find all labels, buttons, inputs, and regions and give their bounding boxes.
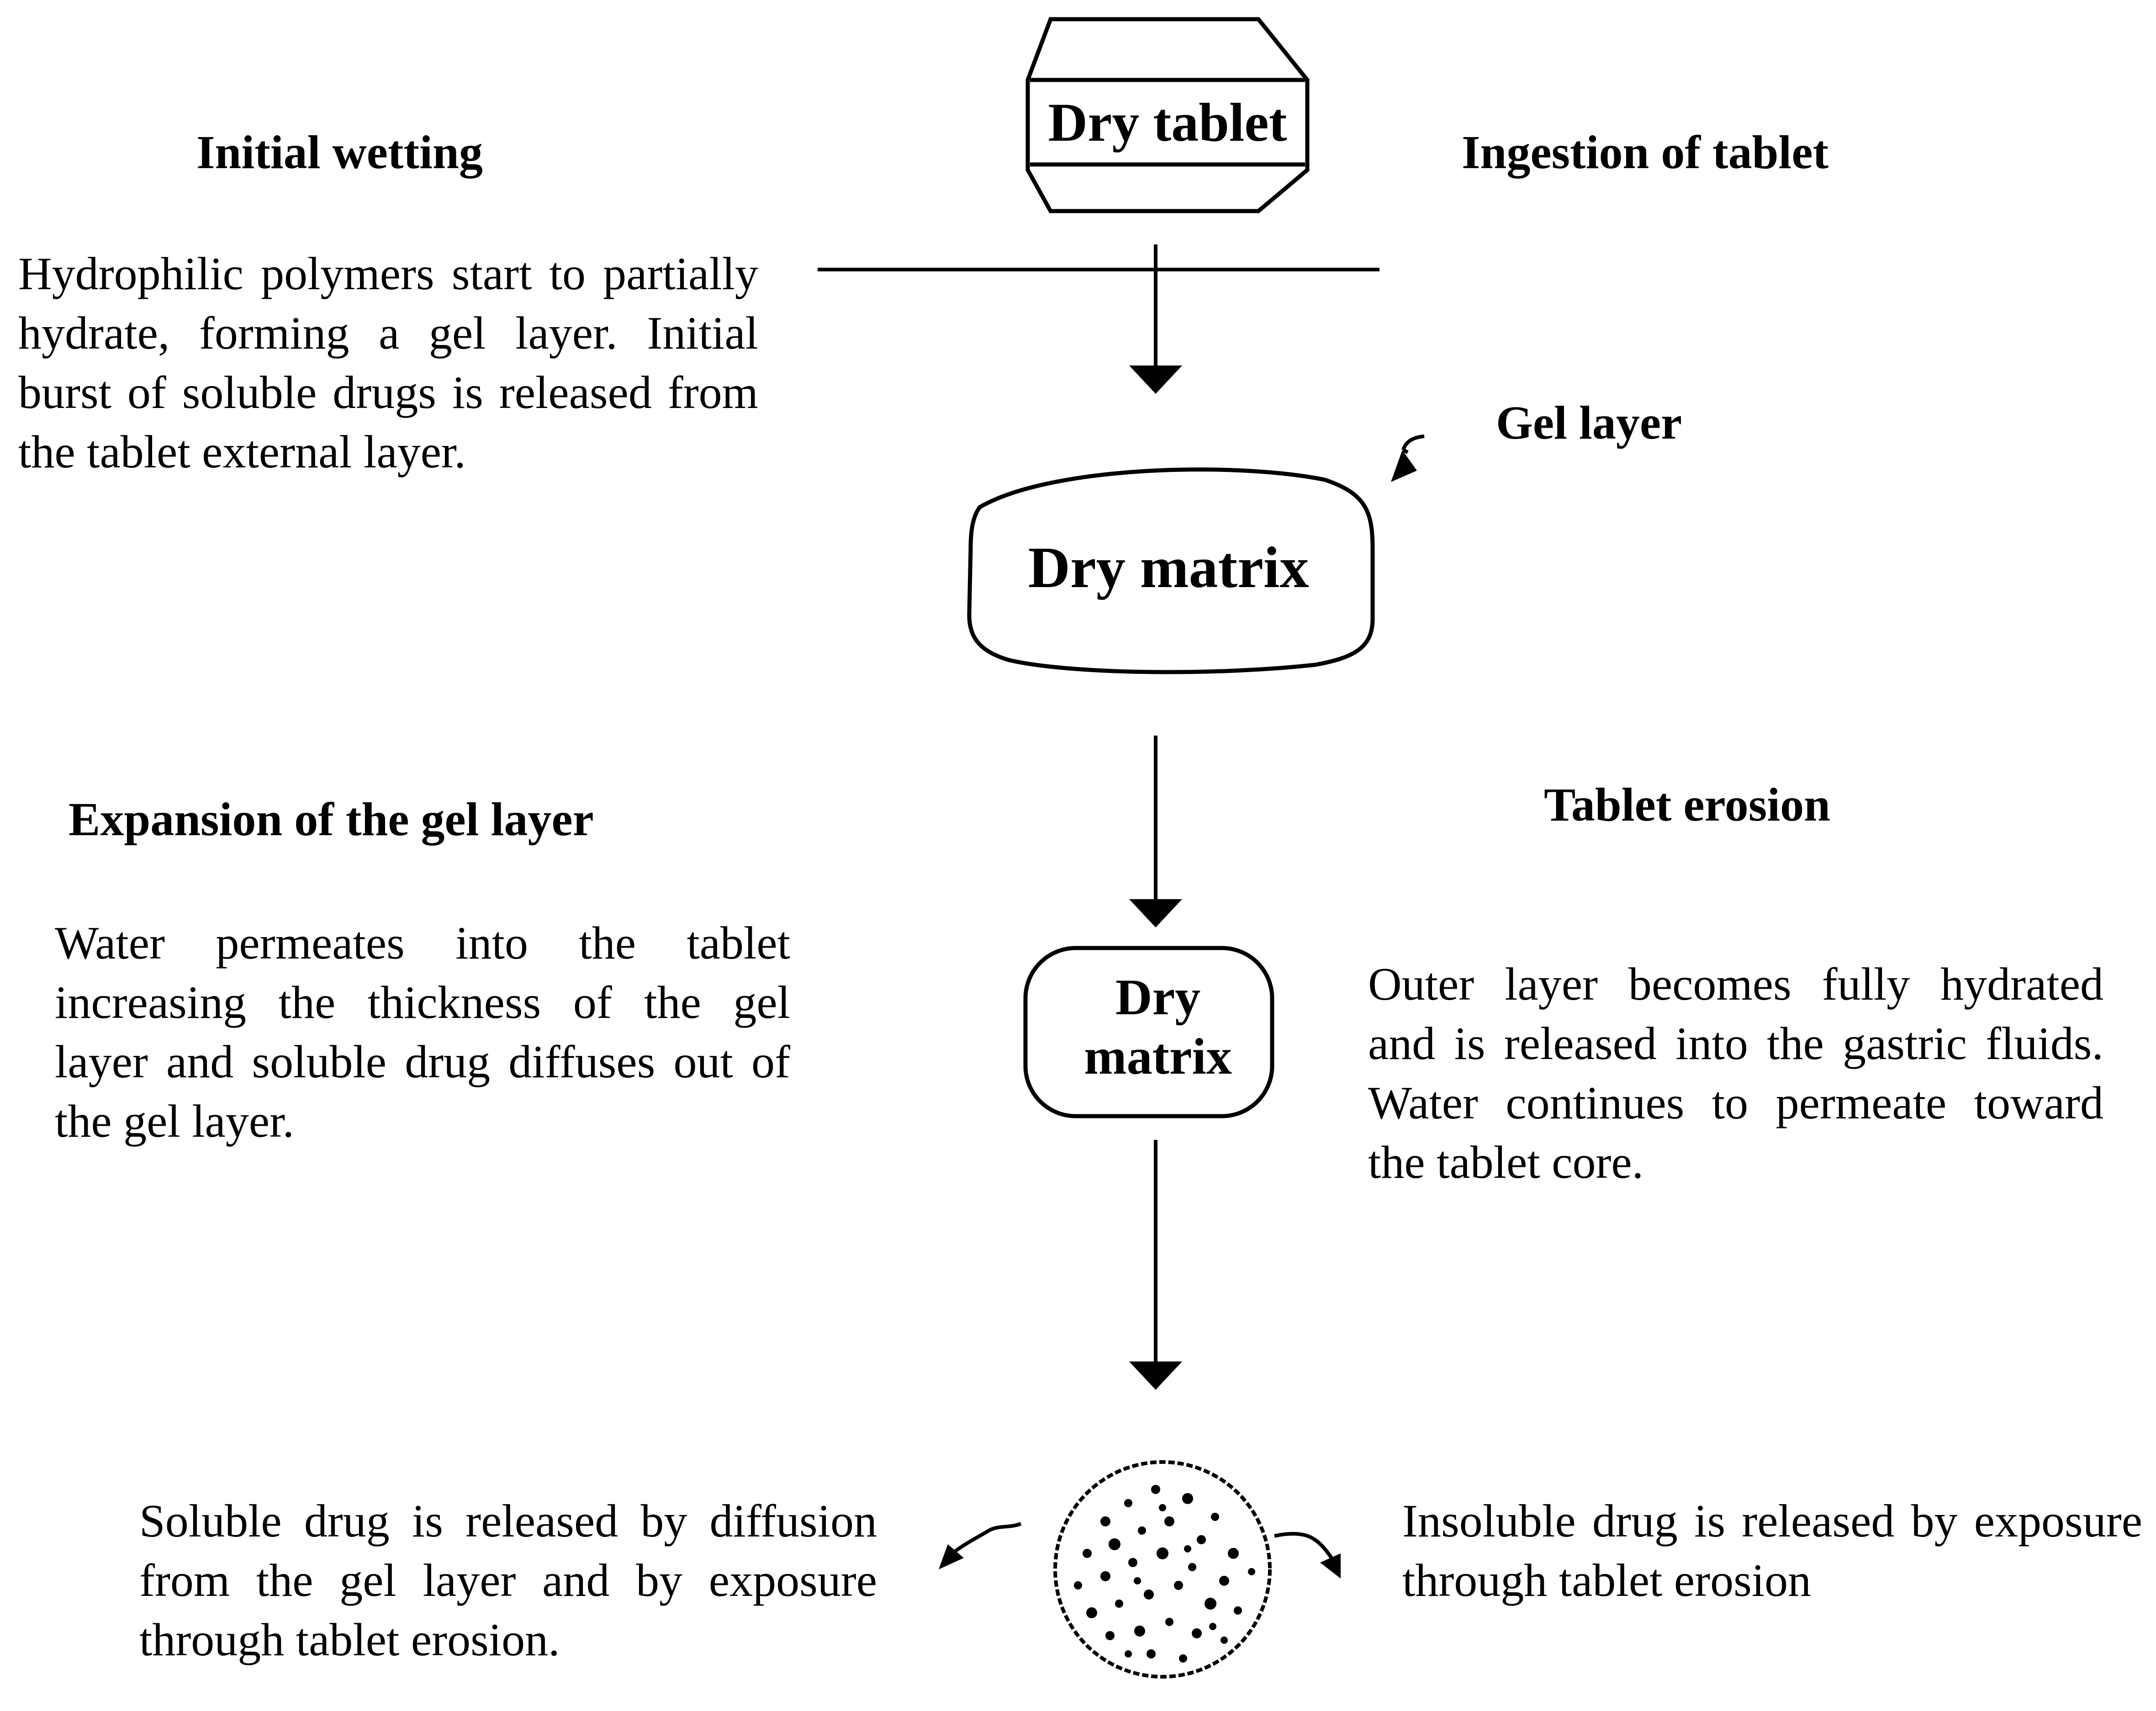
dry-matrix-small-node: Dry matrix bbox=[1023, 946, 1274, 1118]
arrow-3 bbox=[1129, 1140, 1182, 1390]
eroded-tablet-node bbox=[1053, 1460, 1272, 1679]
arrow-1 bbox=[1129, 244, 1182, 394]
initial-wetting-title: Initial wetting bbox=[196, 126, 483, 179]
expansion-title: Expansion of the gel layer bbox=[69, 793, 594, 846]
soluble-release-arrow bbox=[939, 1522, 1022, 1569]
erosion-text: Outer layer becomes fully hydrated and i… bbox=[1368, 959, 2103, 1188]
ingestion-title: Ingestion of tablet bbox=[1462, 126, 1829, 179]
gel-layer-label: Gel layer bbox=[1496, 397, 1682, 449]
dry-matrix-large-node: Dry matrix bbox=[967, 467, 1375, 674]
soluble-release-text: Soluble drug is released by diffusion fr… bbox=[139, 1495, 877, 1666]
gel-layer-pointer bbox=[1391, 434, 1425, 482]
dry-matrix-large-label: Dry matrix bbox=[1028, 535, 1309, 600]
initial-wetting-text: Hydrophilic polymers start to partially … bbox=[18, 248, 758, 478]
insoluble-release-arrow bbox=[1274, 1532, 1341, 1579]
dry-tablet-node: Dry tablet bbox=[1025, 17, 1310, 213]
erosion-title: Tablet erosion bbox=[1544, 779, 1830, 831]
arrow-2 bbox=[1129, 736, 1182, 927]
insoluble-release-text: Insoluble drug is released by exposure t… bbox=[1402, 1495, 2142, 1606]
dry-tablet-label: Dry tablet bbox=[1048, 92, 1287, 153]
dry-matrix-small-label-line2: matrix bbox=[1084, 1028, 1231, 1085]
dry-matrix-small-label-line1: Dry bbox=[1115, 969, 1201, 1026]
expansion-text: Water permeates into the tablet increasi… bbox=[55, 917, 790, 1147]
